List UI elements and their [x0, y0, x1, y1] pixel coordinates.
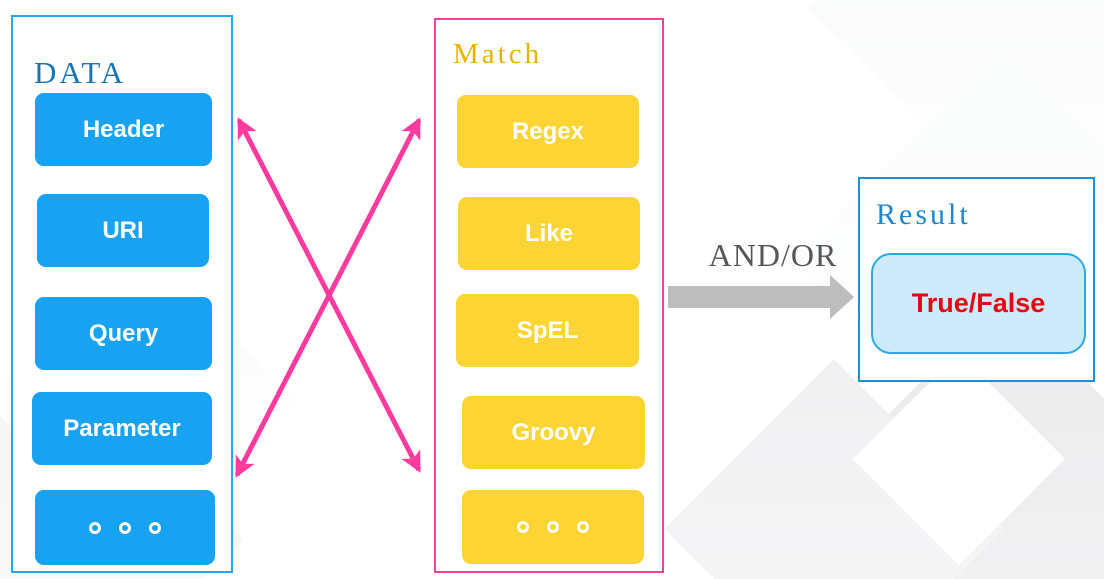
andor-label: AND/OR — [708, 237, 838, 273]
result-value-node: True/False — [871, 253, 1086, 354]
match-panel: Match Regex Like SpEL Groovy — [434, 18, 664, 573]
data-item-query: Query — [35, 297, 212, 370]
match-item-ellipsis — [462, 490, 644, 564]
data-panel: DATA Header URI Query Parameter — [11, 15, 233, 573]
three-dots-icon — [149, 521, 161, 534]
match-item-spel: SpEL — [456, 294, 639, 367]
match-item-groovy: Groovy — [462, 396, 645, 469]
three-dots-icon — [89, 521, 101, 534]
match-item-regex: Regex — [457, 95, 639, 168]
data-panel-title: DATA — [34, 55, 127, 90]
match-panel-title: Match — [453, 38, 543, 70]
three-dots-icon — [577, 521, 589, 533]
three-dots-icon — [119, 521, 131, 534]
data-item-parameter: Parameter — [32, 392, 212, 465]
match-item-like: Like — [458, 197, 640, 270]
data-item-uri: URI — [37, 194, 209, 267]
three-dots-icon — [517, 521, 529, 533]
data-item-header: Header — [35, 93, 212, 166]
data-item-ellipsis — [35, 490, 215, 565]
result-panel-title: Result — [876, 198, 971, 231]
result-panel: Result True/False — [858, 177, 1095, 382]
three-dots-icon — [547, 521, 559, 533]
